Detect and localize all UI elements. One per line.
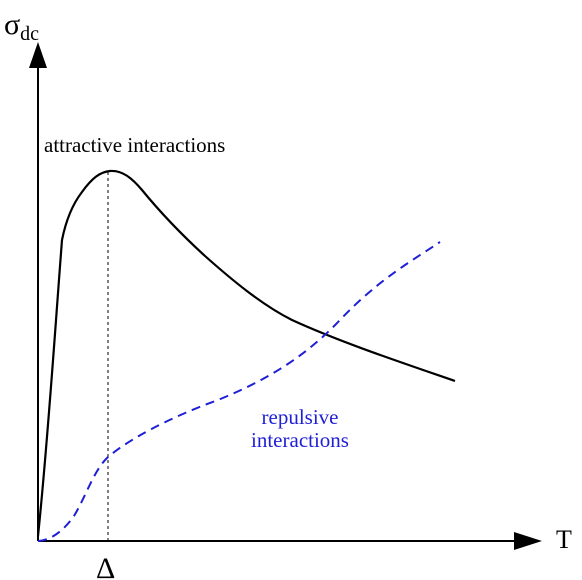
- x-axis-arrowhead: [514, 532, 542, 550]
- x-axis-label: T: [556, 525, 572, 554]
- repulsive-curve-label-line2: interactions: [251, 428, 349, 452]
- delta-tick-label: Δ: [96, 552, 115, 580]
- repulsive-curve: [37, 241, 441, 542]
- y-axis-label: σdc: [4, 8, 39, 45]
- attractive-curve: [36, 169, 456, 537]
- y-axis-label-subscript: dc: [20, 23, 39, 45]
- y-axis-label-main: σ: [4, 8, 20, 41]
- y-axis-arrowhead: [29, 42, 47, 68]
- repulsive-curve-label-line1: repulsive: [262, 405, 339, 429]
- attractive-curve-label: attractive interactions: [44, 133, 225, 157]
